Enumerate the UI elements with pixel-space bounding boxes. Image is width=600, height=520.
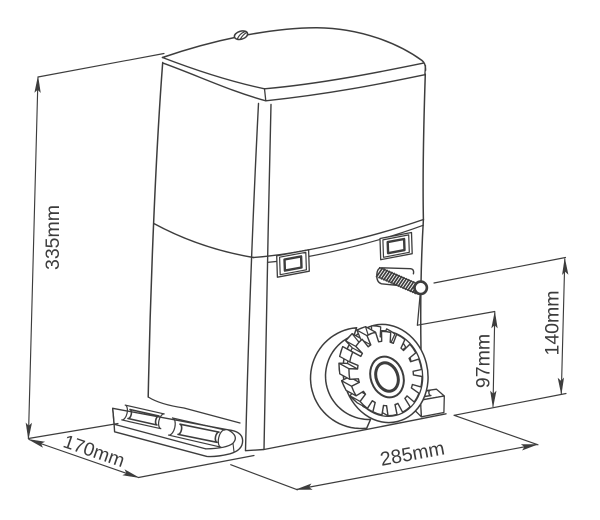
svg-text:285mm: 285mm — [378, 437, 446, 470]
svg-text:170mm: 170mm — [60, 432, 127, 472]
svg-text:97mm: 97mm — [473, 334, 495, 388]
svg-text:140mm: 140mm — [542, 290, 564, 355]
svg-text:335mm: 335mm — [42, 205, 64, 270]
